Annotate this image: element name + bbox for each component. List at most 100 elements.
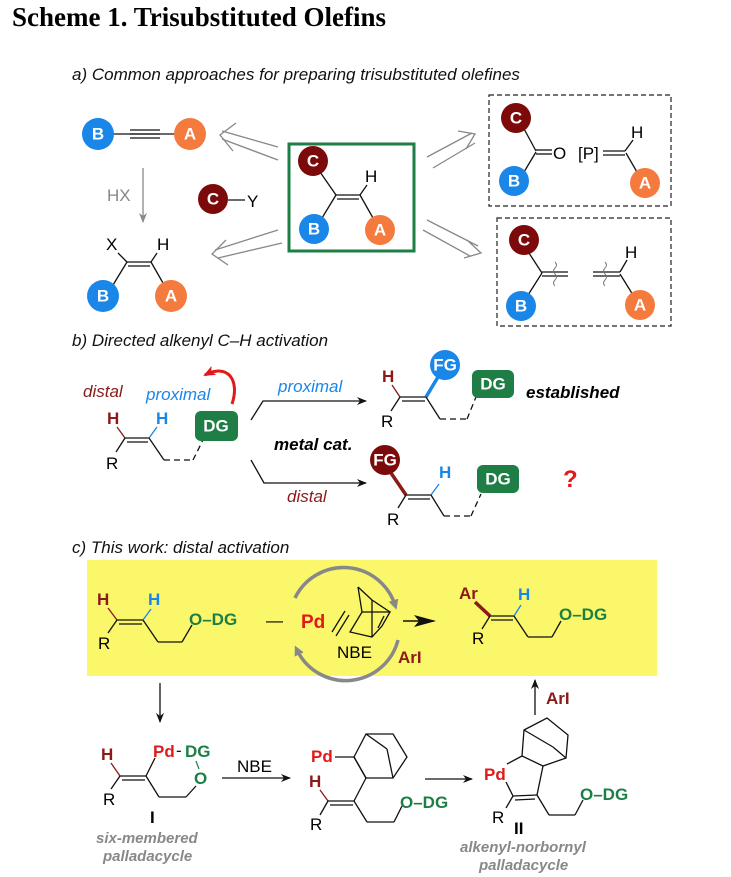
substituent-c-label: C bbox=[207, 190, 219, 209]
vinyl-halide-structure: X H B A bbox=[87, 235, 187, 312]
substituent-a-label: A bbox=[639, 174, 651, 193]
substituent-b-label: B bbox=[97, 287, 109, 306]
substituent-a-circle bbox=[174, 118, 206, 150]
nbe-arrow-label: NBE bbox=[237, 757, 272, 776]
o-dg-label: O–DG bbox=[400, 793, 448, 812]
intermediate-II-label: II bbox=[514, 819, 523, 838]
bond-dash: - bbox=[176, 741, 182, 760]
intermediate-II-description-line1: alkenyl-norbornyl bbox=[460, 839, 587, 856]
r-label: R bbox=[472, 629, 484, 648]
oxygen-label: O bbox=[553, 144, 566, 163]
r-label: R bbox=[106, 454, 118, 473]
metathesis-box bbox=[496, 217, 672, 327]
retrosynthesis-arrow-to-vinyl-halide bbox=[210, 229, 283, 266]
intermediate-I-label: I bbox=[150, 808, 155, 827]
functional-group-circle bbox=[370, 445, 400, 475]
substituent-c-circle bbox=[198, 184, 228, 214]
h-label: H bbox=[309, 772, 321, 791]
retrosynthesis-arrow-to-alkyne bbox=[219, 122, 279, 161]
retrosynthesis-arrow-to-carbonyl bbox=[426, 130, 477, 169]
distal-arrow-label: distal bbox=[287, 487, 328, 506]
section-c-heading: c) This work: distal activation bbox=[72, 538, 289, 557]
substituent-b-circle bbox=[82, 118, 114, 150]
proximal-arrow-label: proximal bbox=[277, 377, 343, 396]
h-label: H bbox=[631, 123, 643, 142]
section-a-heading: a) Common approaches for preparing trisu… bbox=[72, 65, 520, 84]
oxygen-label: O bbox=[194, 769, 207, 788]
scheme-title: Scheme 1. Trisubstituted Olefins bbox=[12, 2, 387, 32]
retrosynthesis-arrow-to-metathesis bbox=[422, 219, 483, 259]
plus-separator: — bbox=[266, 611, 283, 630]
proximal-pathway-arrow bbox=[250, 397, 367, 421]
directing-group-label: DG bbox=[480, 375, 506, 394]
substituent-c-label: C bbox=[518, 231, 530, 250]
directing-group-label: DG bbox=[203, 417, 229, 436]
alkyne-structure: B A bbox=[82, 118, 206, 150]
olefination-box bbox=[488, 94, 672, 207]
palladium-label: Pd bbox=[484, 765, 506, 784]
alkenyl-ether-substrate: H H R O–DG bbox=[97, 590, 237, 653]
fg-label: FG bbox=[433, 356, 457, 375]
proximal-activation-curved-arrow bbox=[203, 365, 236, 405]
section-b-heading: b) Directed alkenyl C–H activation bbox=[72, 331, 328, 350]
r-label: R bbox=[103, 790, 115, 809]
aryl-label: Ar bbox=[459, 584, 478, 603]
distal-pathway-arrow bbox=[250, 459, 367, 487]
fg-label: FG bbox=[373, 451, 397, 470]
distal-arylated-product: Ar H R O–DG bbox=[459, 584, 607, 648]
substituent-c-label: C bbox=[307, 152, 319, 171]
intermediate-II: Pd R O–DG II alkenyl-norbornyl palladacy… bbox=[460, 717, 628, 874]
pd-nbe-catalytic-cycle: Pd NBE bbox=[293, 565, 400, 683]
o-dg-label: O–DG bbox=[580, 785, 628, 804]
o-dg-label: O–DG bbox=[189, 610, 237, 629]
proximal-h-label: H bbox=[156, 409, 168, 428]
proximal-h-label: H bbox=[148, 590, 160, 609]
intermediate-I-description-line2: palladacycle bbox=[102, 848, 192, 865]
proximal-product: H R FG DG bbox=[381, 350, 514, 431]
h-label: H bbox=[625, 243, 637, 262]
substituent-b-label: B bbox=[92, 125, 104, 144]
intermediate-II-description-line2: palladacycle bbox=[478, 857, 568, 874]
intermediate-I-description-line1: six-membered bbox=[96, 830, 199, 847]
target-olefin-box bbox=[287, 142, 416, 253]
r-label: R bbox=[98, 634, 110, 653]
hx-label: HX bbox=[107, 186, 131, 205]
distal-product: FG H R DG bbox=[370, 445, 519, 529]
palladium-label: Pd bbox=[311, 747, 333, 766]
r-label: R bbox=[387, 510, 399, 529]
norbornyl-intermediate: Pd H R O–DG bbox=[309, 733, 448, 834]
c-y-reagent: C Y bbox=[198, 184, 258, 214]
substituent-b-label: B bbox=[308, 220, 320, 239]
distal-h-label: H bbox=[97, 590, 109, 609]
aryl-iodide-label: ArI bbox=[398, 648, 422, 667]
palladium-label: Pd bbox=[153, 742, 175, 761]
norbornene-label: NBE bbox=[337, 643, 372, 662]
directing-group-badge bbox=[195, 411, 238, 441]
r-label: R bbox=[310, 815, 322, 834]
r-label: R bbox=[381, 412, 393, 431]
substituent-b-label: B bbox=[515, 297, 527, 316]
o-dg-label: O–DG bbox=[559, 605, 607, 624]
directing-group-label: DG bbox=[185, 742, 211, 761]
substituent-a-label: A bbox=[634, 296, 646, 315]
h-label: H bbox=[365, 167, 377, 186]
intermediate-I: H R Pd - DG O I six-membered palladacycl… bbox=[96, 741, 211, 865]
h-label: H bbox=[101, 745, 113, 764]
substituent-a-label: A bbox=[165, 287, 177, 306]
distal-label: distal bbox=[83, 382, 124, 401]
established-label: established bbox=[526, 383, 620, 402]
r-label: R bbox=[492, 808, 504, 827]
metal-catalyst-label: metal cat. bbox=[274, 435, 352, 454]
h-label: H bbox=[382, 367, 394, 386]
substituent-b-label: B bbox=[508, 172, 520, 191]
substrate-alkene: H H R DG bbox=[106, 409, 238, 473]
substituent-c-label: C bbox=[510, 109, 522, 128]
h-label: H bbox=[518, 585, 530, 604]
h-label: H bbox=[439, 463, 451, 482]
y-label: Y bbox=[247, 192, 258, 211]
h-label: H bbox=[157, 235, 169, 254]
x-label: X bbox=[106, 235, 117, 254]
palladium-label: Pd bbox=[301, 612, 325, 633]
functional-group-circle bbox=[430, 350, 460, 380]
